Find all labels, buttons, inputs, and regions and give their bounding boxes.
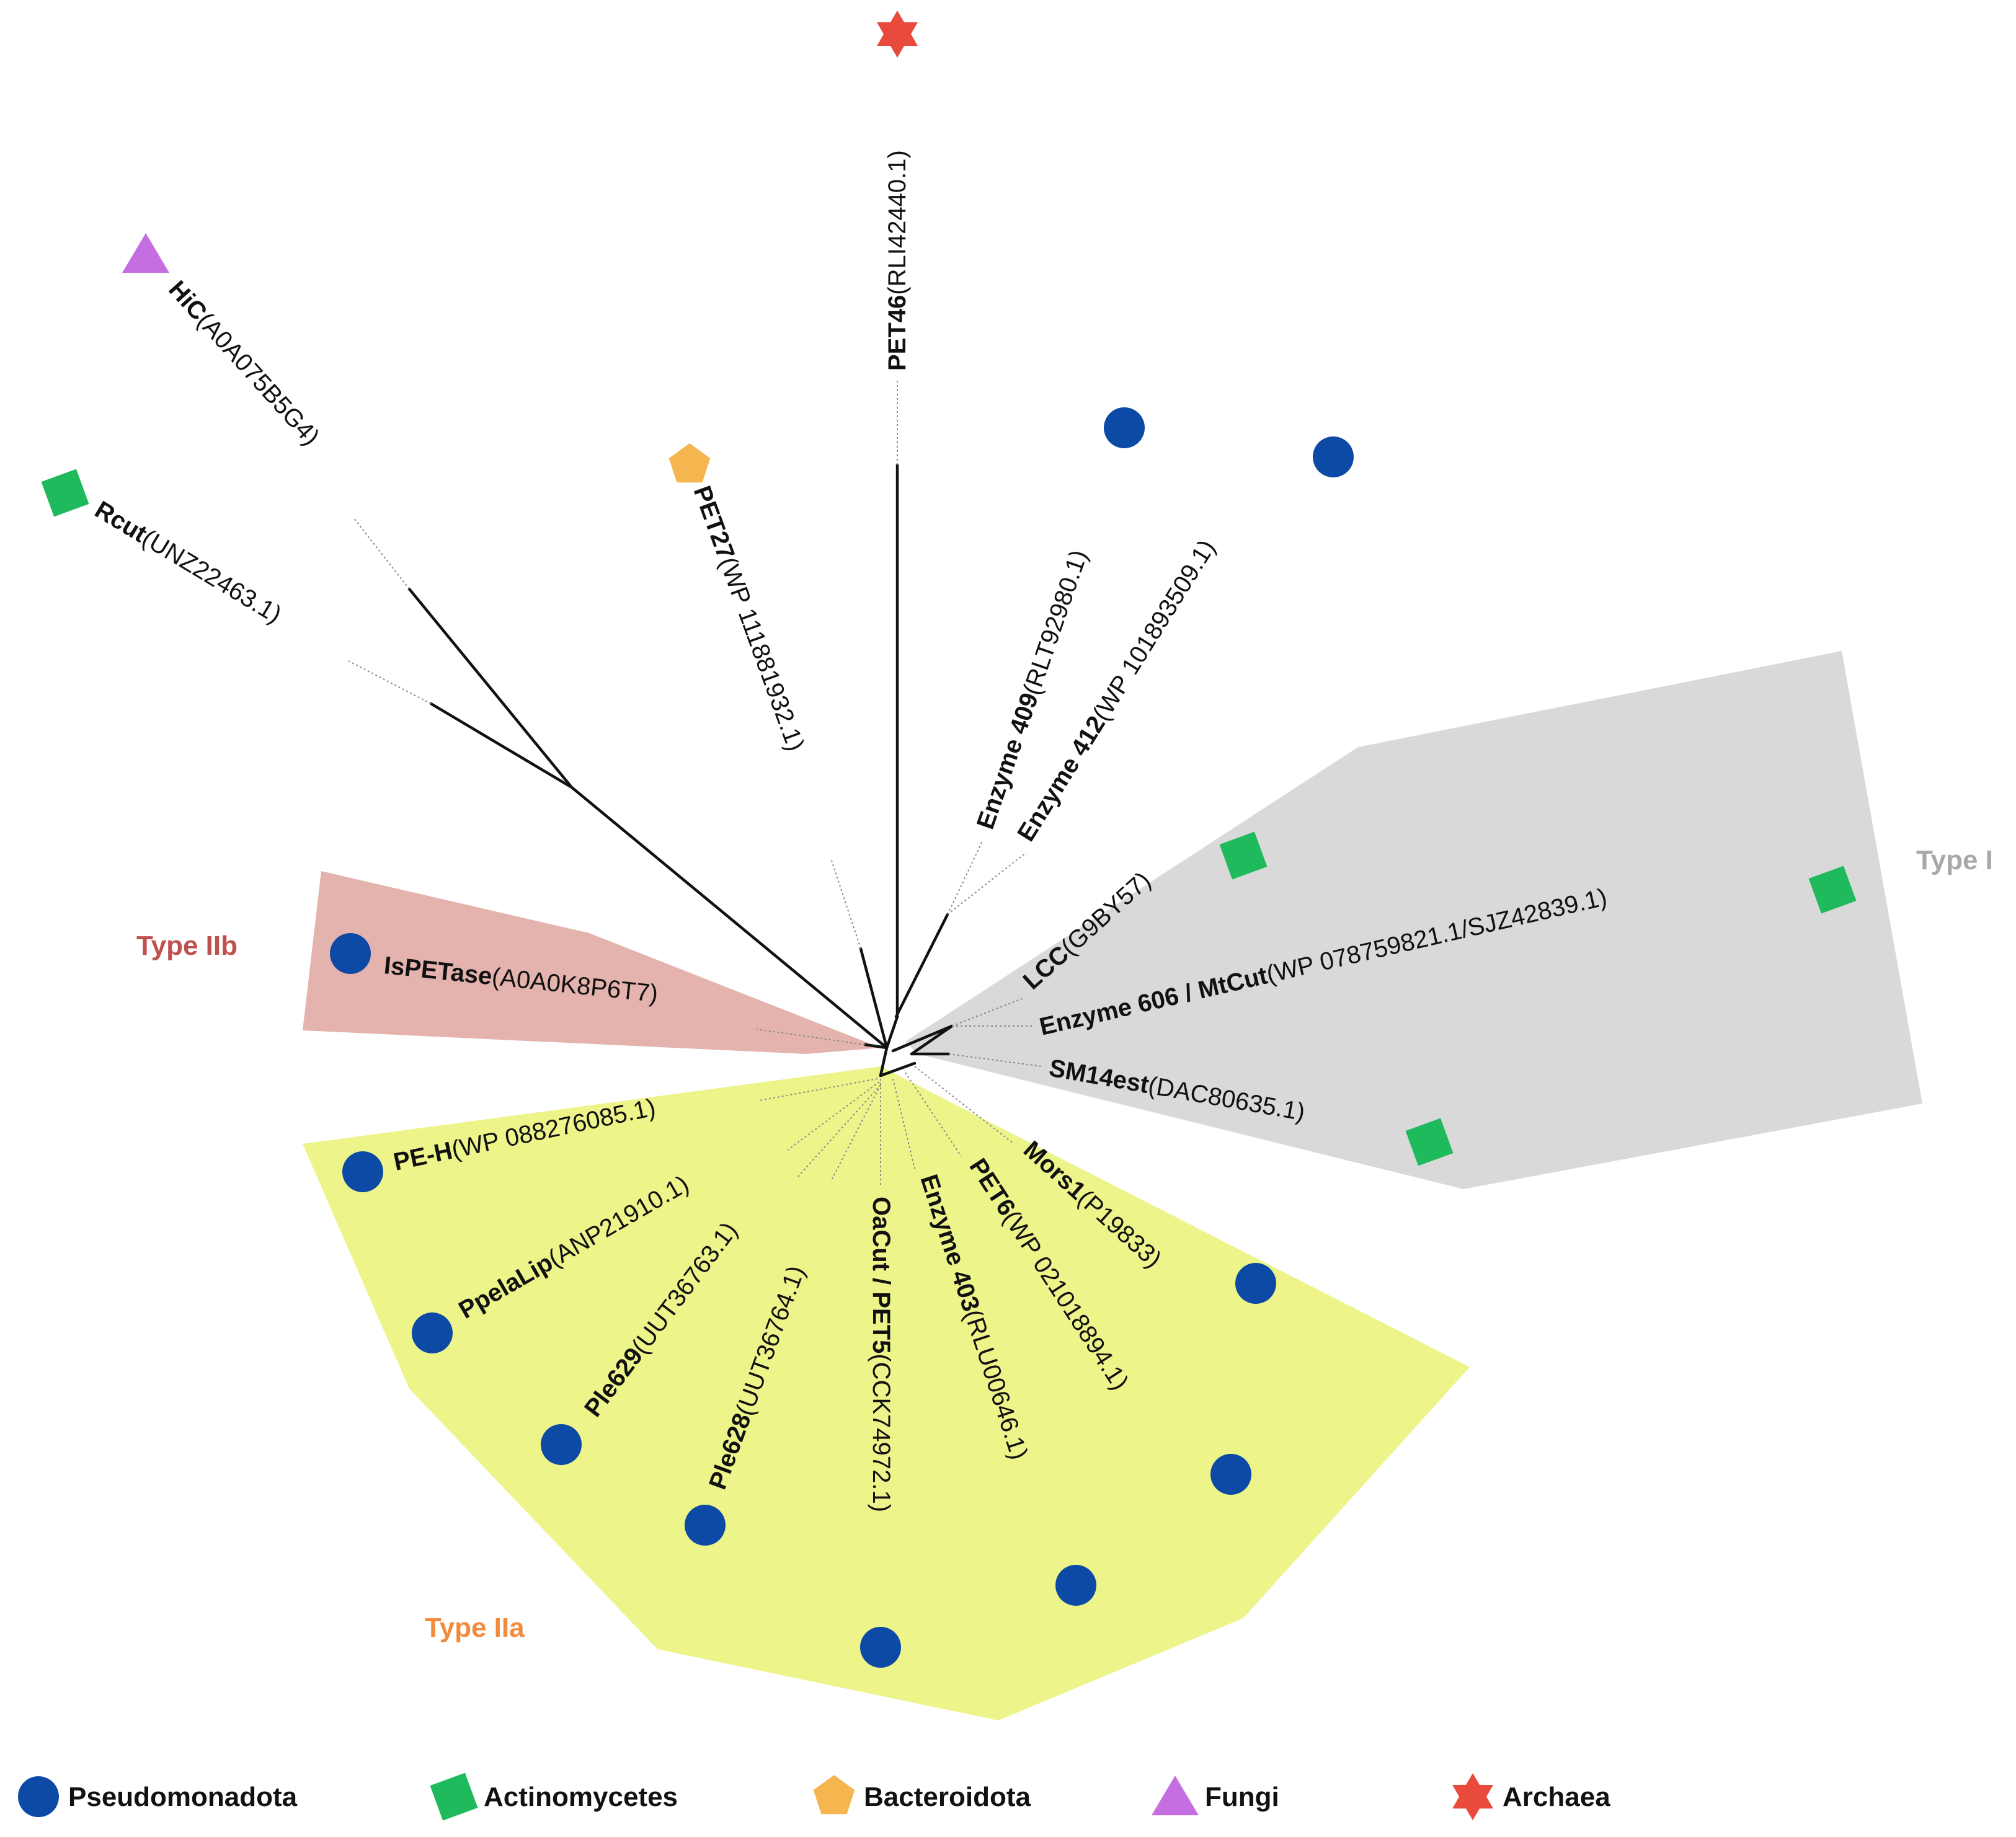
pseudomonadota-marker xyxy=(330,933,371,974)
pseudomonadota-marker xyxy=(1104,407,1145,448)
actinomycetes-marker xyxy=(41,469,89,517)
legend-label: Archaea xyxy=(1503,1782,1610,1812)
branch-rcut xyxy=(429,702,574,789)
taxon-markers xyxy=(41,11,1857,1668)
leaf-label-rcut: Rcut(UNZ22463.1) xyxy=(90,496,286,629)
pseudomonadota-marker xyxy=(860,1627,901,1668)
pseudomonadota-marker xyxy=(1235,1263,1276,1304)
branch-typei-stem xyxy=(891,1024,954,1053)
pseudomonadota-marker xyxy=(1313,436,1354,477)
connector-pet6 xyxy=(905,1072,962,1157)
leaf-connectors xyxy=(347,381,1042,1187)
leaf-label-enz409: Enzyme 409(RLT92980.1) xyxy=(972,547,1093,833)
fungi-legend-icon xyxy=(1152,1776,1199,1815)
type-i-clade-region xyxy=(905,651,1922,1189)
actinomycetes-legend-icon xyxy=(430,1773,478,1821)
connector-ple629 xyxy=(796,1084,881,1179)
connector-sm14est xyxy=(948,1053,1042,1067)
legend: Pseudomonadota Actinomycetes Bacteroidota F… xyxy=(18,1773,1610,1821)
branch-ispetase xyxy=(863,1043,889,1050)
pseudomonadota-marker xyxy=(541,1424,582,1465)
legend-item-actinomycetes: Actinomycetes xyxy=(430,1773,678,1821)
pseudomonadota-legend-icon xyxy=(18,1776,59,1817)
legend-item-fungi: Fungi xyxy=(1152,1776,1279,1815)
legend-label: Bacteroidota xyxy=(864,1782,1031,1812)
connector-hic xyxy=(353,517,410,590)
legend-label: Actinomycetes xyxy=(484,1782,678,1812)
connector-mors1 xyxy=(914,1066,1015,1144)
branch-enzyme409-412 xyxy=(894,913,949,1019)
type-iib-label: Type IIb xyxy=(136,931,238,961)
bacteroidota-legend-icon xyxy=(813,1775,855,1815)
actinomycetes-marker xyxy=(1219,831,1268,880)
legend-item-archaea: Archaea xyxy=(1452,1773,1610,1820)
connector-rcut xyxy=(347,660,432,704)
leaf-accession: (WP 101893509.1) xyxy=(1088,535,1221,725)
actinomycetes-marker xyxy=(1405,1118,1454,1166)
tree-branches xyxy=(407,463,954,1078)
legend-item-bacteroidota: Bacteroidota xyxy=(813,1775,1031,1815)
pseudomonadota-marker xyxy=(412,1312,453,1353)
pseudomonadota-marker xyxy=(685,1505,726,1546)
leaf-label-pet27: PET27(WP 111881932.1) xyxy=(688,482,810,755)
actinomycetes-marker xyxy=(1808,865,1857,914)
archaea-marker xyxy=(877,11,918,58)
leaf-accession: (RLT92980.1) xyxy=(1018,547,1093,699)
connector-ppelalip xyxy=(787,1081,880,1151)
branch-root xyxy=(879,1046,889,1078)
type-iia-clade-region xyxy=(303,1066,1470,1720)
leaf-label-hic: HiC(A0A075B5G4) xyxy=(163,276,324,451)
leaf-accession: (UNZ22463.1) xyxy=(138,525,286,629)
fungi-marker xyxy=(122,233,169,273)
connector-enz412 xyxy=(947,852,1027,915)
pseudomonadota-marker xyxy=(1055,1565,1096,1606)
connector-enz409 xyxy=(947,839,984,915)
branch-pet46-stem xyxy=(885,1015,899,1050)
connector-ple628 xyxy=(830,1084,881,1182)
branch-hic-rcut-stem xyxy=(570,786,889,1050)
branch-typeiia-stem xyxy=(879,1061,917,1078)
branch-pet27 xyxy=(859,947,889,1050)
pseudomonadota-marker xyxy=(342,1151,383,1192)
leaf-name: OaCut / PET5 xyxy=(868,1197,895,1353)
legend-label: Fungi xyxy=(1205,1782,1279,1812)
type-i-label: Type I xyxy=(1916,845,1993,875)
leaf-label-pet46: PET46(RLI42440.1) xyxy=(884,150,911,371)
bacteroidota-marker xyxy=(668,443,711,483)
type-iia-label: Type IIa xyxy=(425,1613,525,1643)
branch-hic xyxy=(407,587,574,789)
archaea-legend-icon xyxy=(1452,1773,1493,1820)
type-iib-clade-region xyxy=(303,871,881,1054)
leaf-label-oacut: OaCut / PET5(CCK74972.1) xyxy=(868,1197,895,1512)
connector-ispetase xyxy=(756,1029,866,1045)
leaf-name: PET27 xyxy=(688,482,740,563)
connector-pet27 xyxy=(830,858,861,949)
leaf-accession: (RLI42440.1) xyxy=(884,150,911,294)
pseudomonadota-marker xyxy=(1210,1454,1251,1495)
branch-lcc-enz606 xyxy=(910,1024,954,1056)
leaf-name: PET46 xyxy=(884,295,911,371)
leaf-accession: (A0A075B5G4) xyxy=(192,308,324,451)
legend-item-pseudomonadota: Pseudomonadota xyxy=(18,1776,298,1817)
leaf-accession: (WP 111881932.1) xyxy=(714,554,809,755)
legend-label: Pseudomonadota xyxy=(68,1782,298,1812)
leaf-accession: (CCK74972.1) xyxy=(868,1353,895,1512)
